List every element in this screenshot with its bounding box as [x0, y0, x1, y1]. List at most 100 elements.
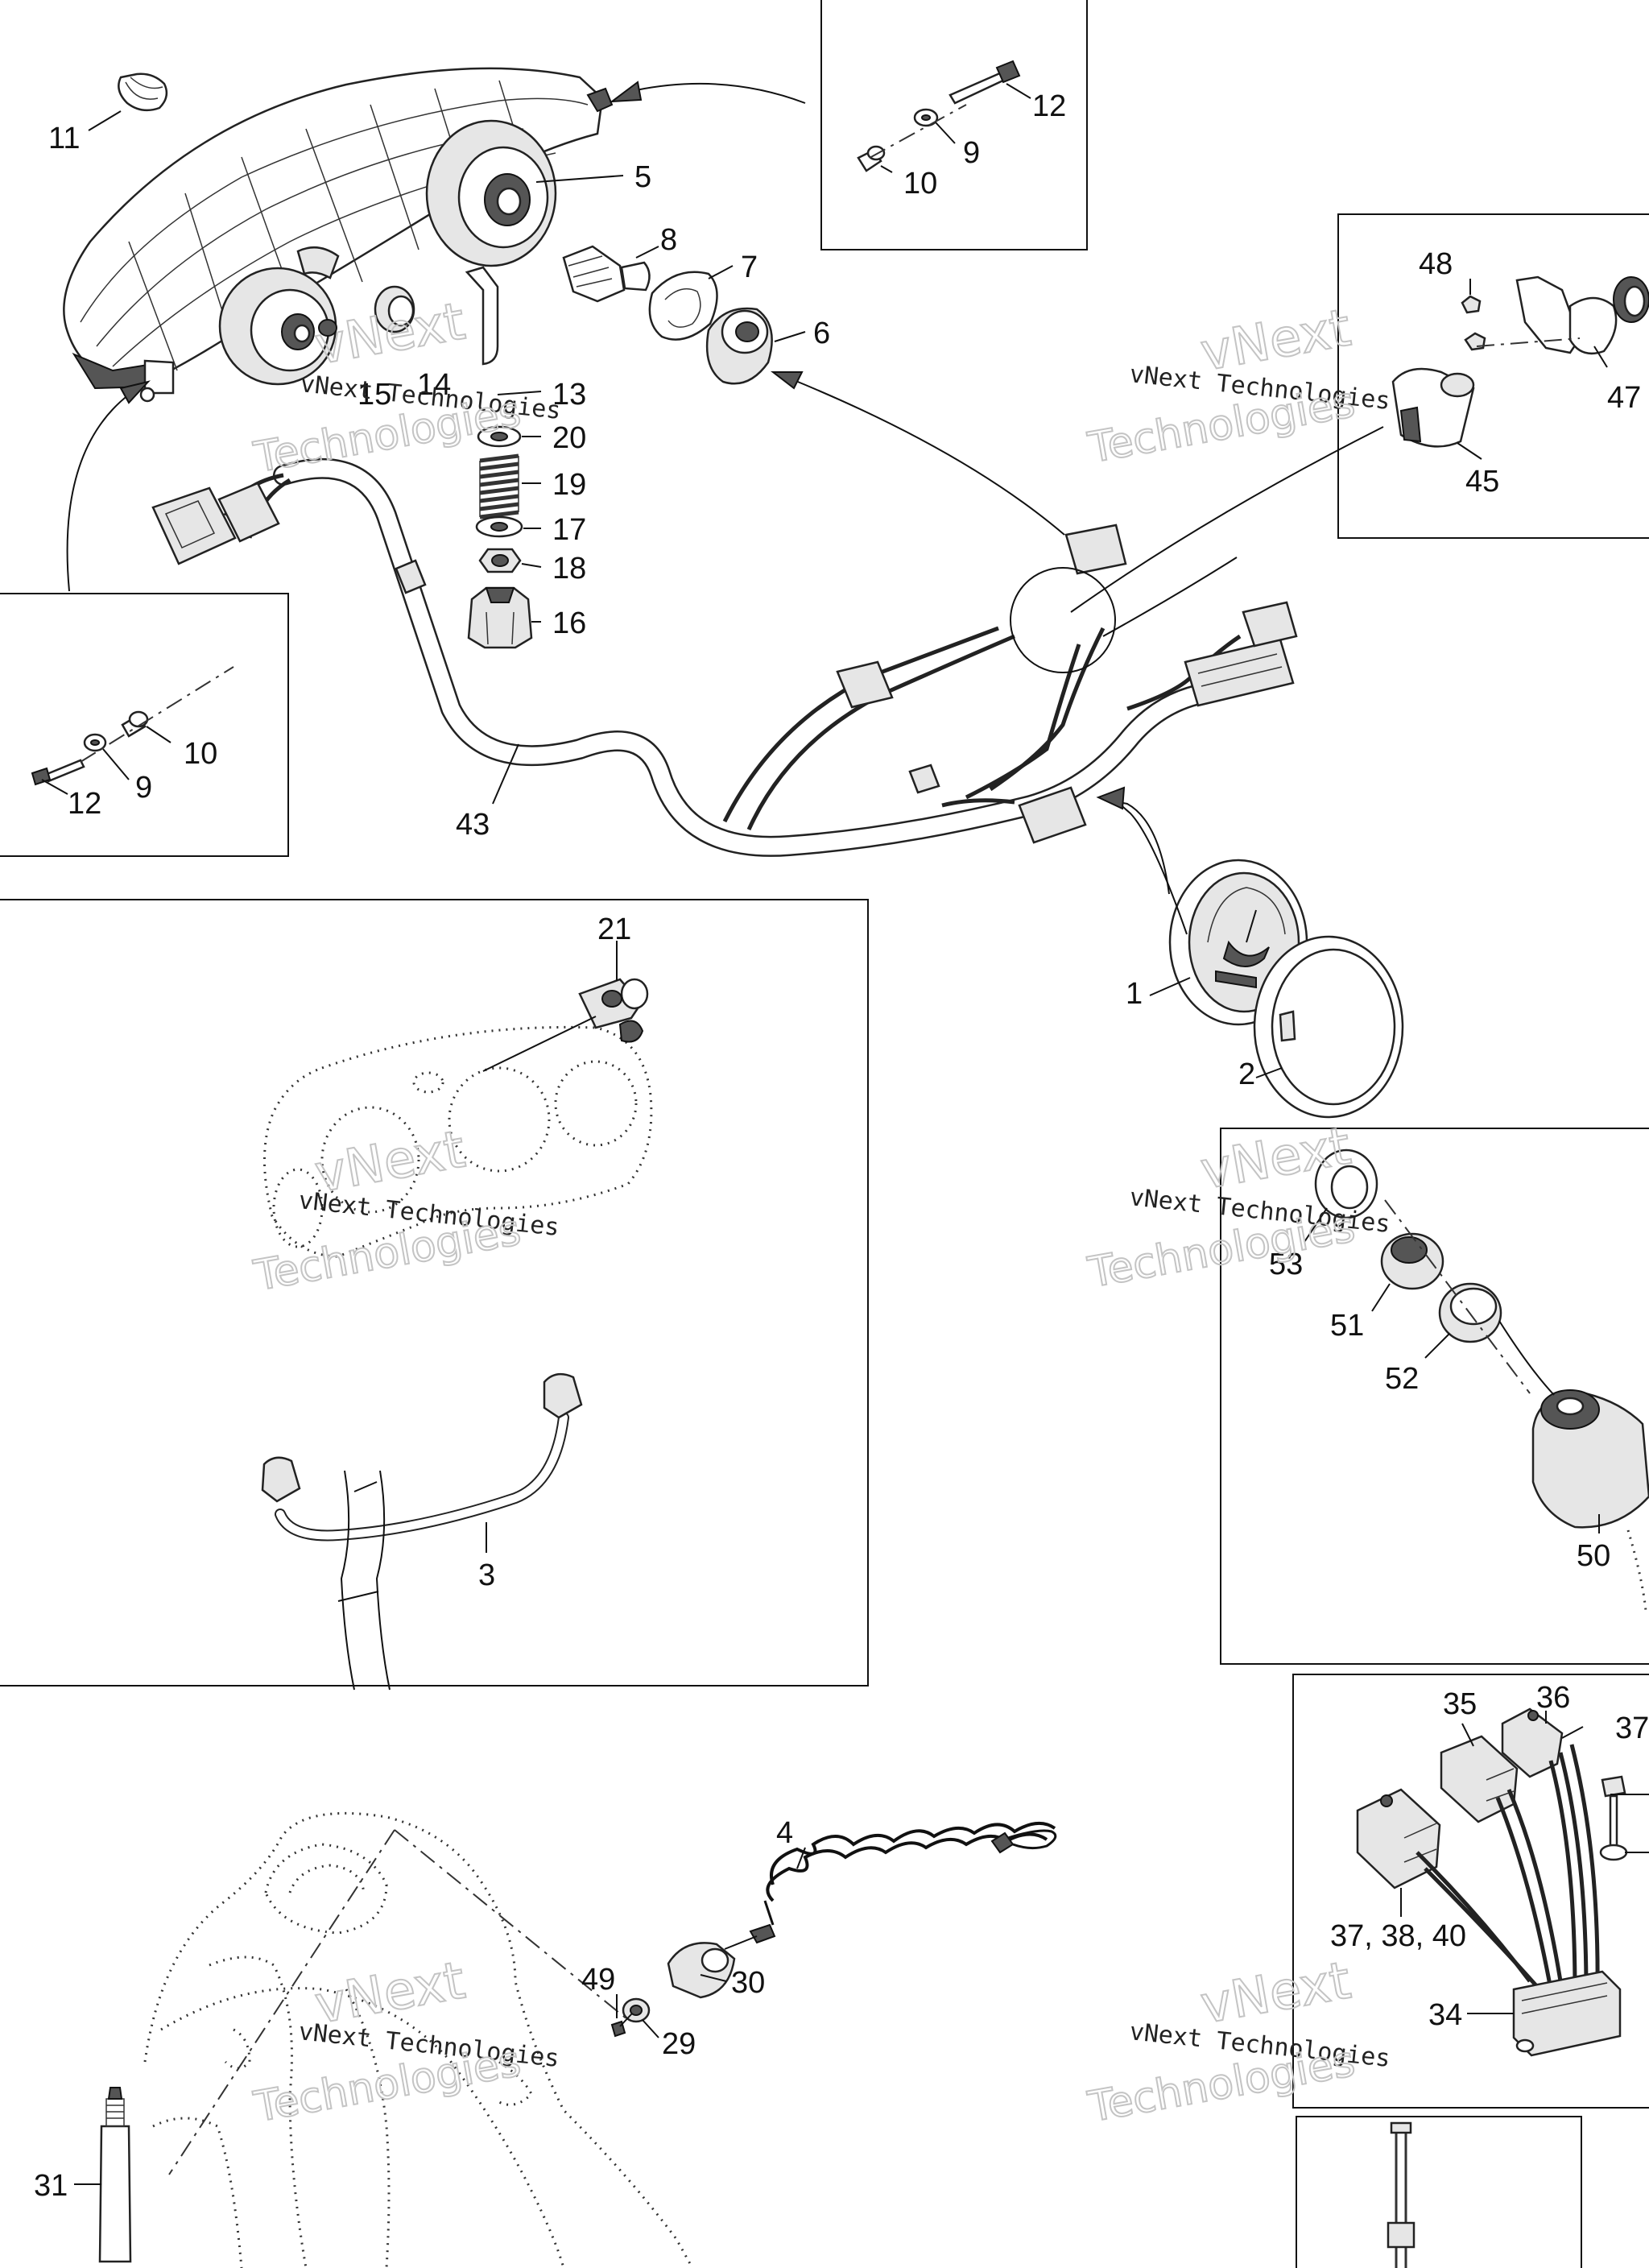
- inset-box-fasteners-top: [820, 0, 1088, 250]
- headlamp-rear-socket-large: [425, 119, 557, 267]
- callout-3: 3: [478, 1558, 495, 1592]
- callout-12-left: 12: [68, 787, 101, 821]
- part-21-switch: [578, 978, 649, 1043]
- part-2-bezel-ring: [1253, 935, 1404, 1119]
- callout-7: 7: [741, 250, 758, 284]
- part-51-nut: [1380, 1232, 1444, 1290]
- part-34-regulator: [1512, 1970, 1622, 2057]
- part-31-post: [98, 2087, 132, 2263]
- part-47-bracket-ring: [1515, 275, 1649, 355]
- watermark-outline-small: vNext: [311, 292, 469, 376]
- inset-box-cluster: [0, 899, 869, 1687]
- inset-box-ignition: [1220, 1128, 1649, 1665]
- inset-box-regulator: [1292, 1674, 1649, 2109]
- console-panel-outline: [143, 1811, 694, 2268]
- harness-detail-ring: [1010, 567, 1116, 673]
- callout-18: 18: [552, 552, 586, 586]
- arrows: [66, 81, 1555, 1396]
- part-37-connector: [1356, 1788, 1441, 1889]
- callout-9-top: 9: [963, 136, 980, 170]
- callout-31: 31: [34, 2169, 68, 2203]
- callout-37-38-40: 37, 38, 40: [1330, 1919, 1466, 1953]
- callout-2: 2: [1238, 1057, 1255, 1091]
- part-15-nut: [318, 319, 337, 337]
- part-12-screw-left: [31, 759, 85, 786]
- callout-labels: 11 5 12 9 10 8 7 6 48 47 45 15 14 13 20 …: [34, 89, 1649, 2203]
- part-10-bushing-left: [121, 710, 149, 738]
- inset-box-fasteners-left: [0, 593, 289, 857]
- callout-52: 52: [1385, 1362, 1419, 1396]
- callout-37-top: 37: [1615, 1711, 1649, 1745]
- callout-8: 8: [660, 223, 677, 257]
- callout-14: 14: [417, 368, 451, 402]
- part-30-cap: [667, 1923, 776, 1999]
- part-13-rod: [465, 266, 499, 366]
- part-10-bushing-top: [857, 145, 886, 172]
- callout-50: 50: [1577, 1539, 1610, 1573]
- callout-17: 17: [552, 513, 586, 547]
- callout-9-left: 9: [135, 771, 152, 805]
- inset-box-bottom: [1296, 2116, 1582, 2268]
- cluster-outline: [263, 1025, 653, 1258]
- leader-lines: [41, 83, 1649, 2185]
- callout-11: 11: [48, 122, 80, 155]
- callout-43: 43: [456, 808, 490, 842]
- callout-5: 5: [634, 160, 651, 194]
- part-7-retainer: [648, 271, 718, 341]
- bottom-inset-pin: [1387, 2121, 1415, 2268]
- part-18-nut: [478, 548, 522, 573]
- part-36-connector: [1501, 1707, 1564, 1778]
- part-9-washer-left: [83, 733, 107, 752]
- callout-35: 35: [1443, 1687, 1477, 1721]
- callout-30: 30: [731, 1966, 765, 2000]
- callout-4: 4: [776, 1816, 793, 1850]
- callout-47: 47: [1607, 381, 1641, 415]
- part-20-washer: [477, 425, 522, 448]
- watermark-middle-left: vNext vNext Technologies Technologies: [250, 1119, 560, 1302]
- callout-20: 20: [552, 421, 586, 455]
- part-50-ignition-switch: [1531, 1389, 1649, 1612]
- callout-15: 15: [357, 378, 391, 412]
- watermark-outline-small: vNext: [1196, 1951, 1355, 2035]
- part-8-bulb: [562, 245, 651, 303]
- harness-connectors: [151, 482, 1298, 844]
- callout-48: 48: [1419, 247, 1453, 281]
- part-9-washer-top: [913, 108, 939, 127]
- watermark-bottom-right: vNext vNext Technologies Technologies: [1084, 1950, 1391, 2133]
- part-43-harness: [223, 457, 1242, 857]
- part-4-lanyard: [763, 1822, 1057, 1926]
- callout-12-top: 12: [1032, 89, 1066, 123]
- part-14-grommet: [374, 285, 415, 333]
- callout-34: 34: [1428, 1998, 1462, 2032]
- callout-6: 6: [813, 317, 830, 350]
- part-48-nuts: [1461, 295, 1486, 351]
- part-12-screw-top: [948, 60, 1021, 105]
- part-16-knob: [467, 586, 533, 649]
- watermark-middle-right: vNext vNext Technologies Technologies: [1084, 1115, 1391, 1298]
- callout-13: 13: [552, 378, 586, 412]
- part-11-clip: [118, 72, 168, 112]
- callout-19: 19: [552, 468, 586, 502]
- callout-45: 45: [1465, 465, 1499, 499]
- part-3-cluster-harness: [261, 1372, 583, 1691]
- callout-53: 53: [1269, 1248, 1303, 1281]
- headlamp-rear-socket-small: [218, 246, 340, 386]
- callout-36: 36: [1536, 1681, 1570, 1715]
- callout-21: 21: [597, 913, 631, 946]
- regulator-wires: [1415, 1744, 1600, 1992]
- callout-29: 29: [662, 2027, 696, 2061]
- callout-51: 51: [1330, 1309, 1364, 1343]
- callout-16: 16: [552, 606, 586, 640]
- inset-box-beacon-socket: [1337, 213, 1649, 539]
- part-19-spring: [479, 453, 519, 519]
- callout-10-left: 10: [184, 737, 217, 771]
- callout-10-top: 10: [903, 167, 937, 201]
- part-17-washer: [475, 515, 523, 538]
- regulator-screw-washer: [1599, 1775, 1628, 1861]
- part-53-ring: [1314, 1148, 1378, 1219]
- part-52-boot: [1438, 1282, 1502, 1343]
- callout-49: 49: [581, 1963, 615, 1997]
